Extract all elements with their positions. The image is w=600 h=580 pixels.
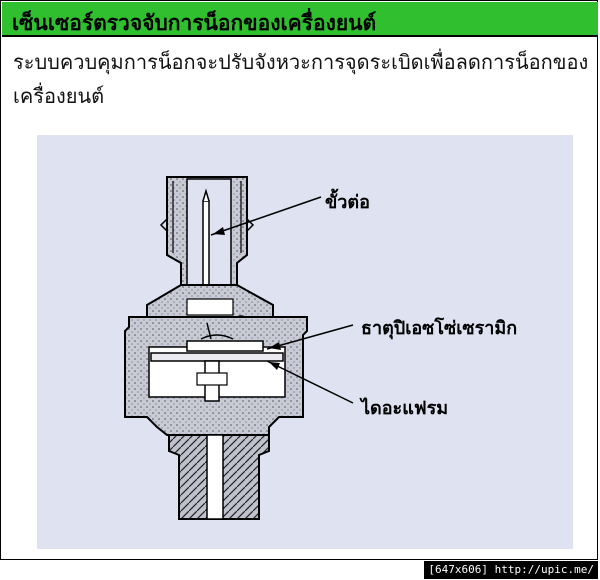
footer-url[interactable]: http://upic.me/ bbox=[494, 563, 594, 576]
diaphragm-label: ไดอะแฟรม bbox=[361, 398, 449, 419]
knock-sensor-diagram bbox=[124, 176, 354, 520]
footer-size: [647x606] bbox=[428, 563, 489, 576]
page-title: เซ็นเซอร์ตรวจจับการน็อกของเครื่องยนต์ bbox=[12, 11, 377, 35]
description-line-1: ระบบควบคุมการน็อกจะปรับจังหวะการจุดระเบิ… bbox=[13, 50, 589, 74]
title-bar: เซ็นเซอร์ตรวจจับการน็อกของเครื่องยนต์ bbox=[2, 2, 598, 37]
image-size-footer: [647x606] http://upic.me/ bbox=[424, 561, 598, 579]
content-frame: เซ็นเซอร์ตรวจจับการน็อกของเครื่องยนต์ ระ… bbox=[0, 0, 598, 560]
threaded-stud bbox=[168, 434, 270, 520]
description-line-2: เครื่องยนต์ bbox=[13, 84, 105, 108]
diagram-panel: ขั้วต่อ ธาตุปิเอซโซ่เซรามิก ไดอะแฟรม bbox=[37, 135, 573, 549]
description: ระบบควบคุมการน็อกจะปรับจังหวะการจุดระเบิ… bbox=[13, 45, 593, 113]
piezo-label: ธาตุปิเอซโซ่เซรามิก bbox=[361, 318, 518, 339]
leader-lines bbox=[210, 196, 354, 404]
sensor-body bbox=[124, 316, 308, 436]
terminal-label: ขั้วต่อ bbox=[325, 192, 370, 213]
